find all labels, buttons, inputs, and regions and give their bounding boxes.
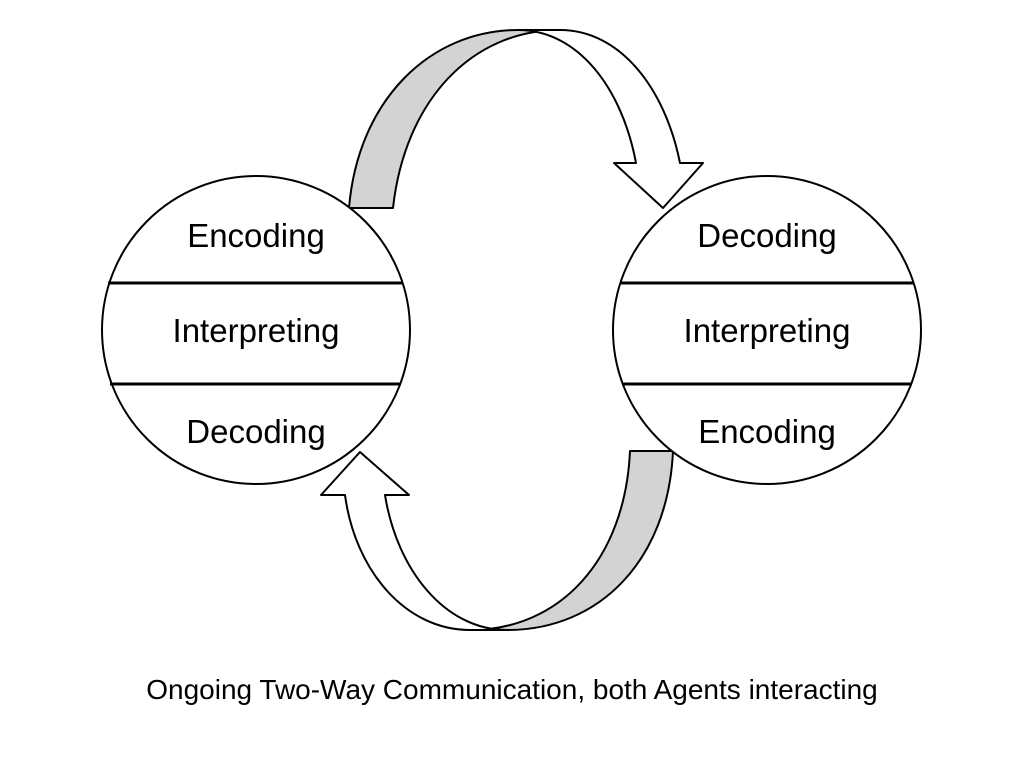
left-agent-layer-middle: Interpreting xyxy=(173,312,340,349)
right-agent-circle xyxy=(612,175,922,485)
left-agent: Encoding Interpreting Decoding xyxy=(101,175,411,485)
top-arrow-body xyxy=(517,29,704,209)
bottom-arrow-shaded-band xyxy=(469,450,674,631)
right-agent: Decoding Interpreting Encoding xyxy=(612,175,922,485)
diagram-caption: Ongoing Two-Way Communication, both Agen… xyxy=(146,674,878,705)
left-agent-layer-top: Encoding xyxy=(187,217,325,254)
top-arrow-shaded-band xyxy=(348,29,561,209)
right-agent-layer-top: Decoding xyxy=(697,217,836,254)
right-agent-layer-middle: Interpreting xyxy=(684,312,851,349)
left-agent-circle xyxy=(101,175,411,485)
top-arrow xyxy=(348,29,704,209)
left-agent-layer-bottom: Decoding xyxy=(186,413,325,450)
right-agent-layer-bottom: Encoding xyxy=(698,413,836,450)
bottom-arrow xyxy=(320,450,674,631)
bottom-arrow-body xyxy=(320,451,508,631)
